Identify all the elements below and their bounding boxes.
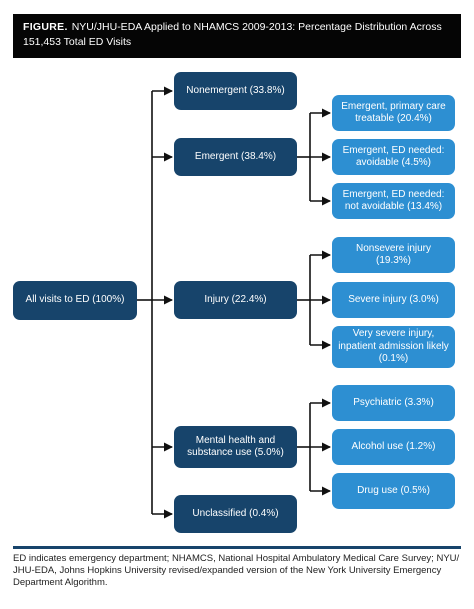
node-psychiatric: Psychiatric (3.3%) bbox=[332, 385, 455, 421]
node-label: Injury (22.4%) bbox=[204, 293, 267, 305]
node-label: Drug use (0.5%) bbox=[357, 484, 430, 496]
node-severe-injury: Severe injury (3.0%) bbox=[332, 282, 455, 318]
node-mental-health: Mental health and substance use (5.0%) bbox=[174, 426, 297, 468]
node-nonemergent: Nonemergent (33.8%) bbox=[174, 72, 297, 110]
root-node-label: All visits to ED (100%) bbox=[25, 294, 125, 306]
figure-tag: FIGURE. bbox=[23, 21, 68, 33]
node-primary-care-treatable: Emergent, primary care treatable (20.4%) bbox=[332, 95, 455, 131]
node-label: Mental health and substance use (5.0%) bbox=[187, 434, 284, 459]
node-label: Psychiatric (3.3%) bbox=[353, 396, 434, 408]
node-label: Emergent (38.4%) bbox=[194, 150, 277, 162]
node-label: Emergent, ED needed: not avoidable (13.4… bbox=[342, 188, 445, 213]
node-injury: Injury (22.4%) bbox=[174, 281, 297, 319]
node-alcohol-use: Alcohol use (1.2%) bbox=[332, 429, 455, 465]
root-node: All visits to ED (100%) bbox=[13, 281, 137, 320]
node-ed-needed-not-avoidable: Emergent, ED needed: not avoidable (13.4… bbox=[332, 183, 455, 219]
node-emergent: Emergent (38.4%) bbox=[174, 138, 297, 176]
figure-title-text: NYU/JHU-EDA Applied to NHAMCS 2009-2013:… bbox=[23, 21, 442, 48]
footnote-divider bbox=[13, 546, 461, 549]
node-label: Very severe injury, inpatient admission … bbox=[338, 328, 449, 365]
node-label: Severe injury (3.0%) bbox=[348, 293, 439, 305]
footnote: ED indicates emergency department; NHAMC… bbox=[13, 553, 460, 588]
node-label: Emergent, ED needed: avoidable (4.5%) bbox=[342, 144, 445, 169]
node-very-severe-injury: Very severe injury, inpatient admission … bbox=[332, 326, 455, 368]
node-label: Alcohol use (1.2%) bbox=[351, 440, 436, 452]
node-ed-needed-avoidable: Emergent, ED needed: avoidable (4.5%) bbox=[332, 139, 455, 175]
node-nonsevere-injury: Nonsevere injury (19.3%) bbox=[332, 237, 455, 273]
node-label: Unclassified (0.4%) bbox=[192, 507, 279, 519]
node-label: Emergent, primary care treatable (20.4%) bbox=[341, 100, 446, 125]
figure-title: FIGURE.NYU/JHU-EDA Applied to NHAMCS 200… bbox=[13, 14, 461, 58]
node-unclassified: Unclassified (0.4%) bbox=[174, 495, 297, 533]
node-label: Nonemergent (33.8%) bbox=[186, 84, 285, 96]
node-drug-use: Drug use (0.5%) bbox=[332, 473, 455, 509]
node-label: Nonsevere injury (19.3%) bbox=[355, 242, 432, 267]
